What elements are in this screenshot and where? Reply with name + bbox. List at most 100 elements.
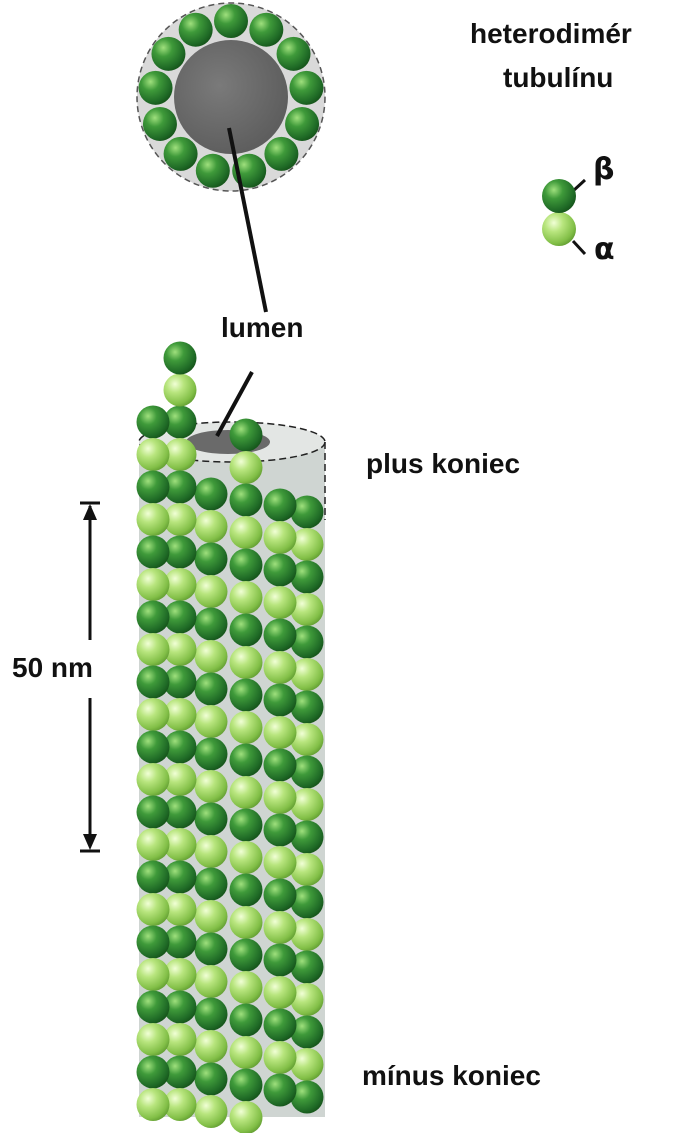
tubulin-subunit: [137, 958, 170, 991]
tubulin-subunit: [195, 835, 228, 868]
tubulin-subunit: [230, 1004, 263, 1037]
tubulin-subunit: [137, 926, 170, 959]
cross-section-bead: [179, 13, 213, 47]
tubulin-subunit: [195, 705, 228, 738]
cross-section-bead: [196, 154, 230, 188]
scale-bar-arrow-down: [83, 834, 97, 850]
tubulin-subunit: [137, 731, 170, 764]
tubulin-subunit: [230, 841, 263, 874]
tubulin-subunit: [230, 809, 263, 842]
tubulin-subunit: [264, 846, 297, 879]
minus-end-label: mínus koniec: [362, 1060, 541, 1092]
legend-alpha-subunit: [542, 212, 576, 246]
cross-section-bead: [289, 71, 323, 105]
tubulin-subunit: [230, 711, 263, 744]
tubulin-subunit: [195, 478, 228, 511]
tubulin-subunit: [230, 484, 263, 517]
tubulin-subunit: [264, 651, 297, 684]
tubulin-subunit: [264, 1041, 297, 1074]
beta-leader-line: [573, 180, 585, 191]
tubulin-subunit: [230, 776, 263, 809]
heterodimer-legend: [542, 179, 585, 254]
tubulin-subunit: [230, 646, 263, 679]
cross-section-bead: [264, 137, 298, 171]
tubulin-subunit: [137, 601, 170, 634]
tubulin-subunit: [230, 549, 263, 582]
cross-section-bead: [139, 71, 173, 105]
tubulin-subunit: [230, 581, 263, 614]
free-heterodimer: [164, 342, 197, 407]
scale-bar-label: 50 nm: [12, 652, 93, 684]
tubulin-subunit: [264, 619, 297, 652]
alpha-label: α: [594, 232, 615, 267]
tubulin-subunit: [195, 900, 228, 933]
tubulin-subunit: [137, 503, 170, 536]
tubulin-subunit: [137, 861, 170, 894]
tubulin-subunit: [137, 1023, 170, 1056]
tubulin-subunit: [264, 749, 297, 782]
tubulin-subunit: [264, 879, 297, 912]
tubulin-subunit: [137, 796, 170, 829]
tubulin-subunit: [137, 828, 170, 861]
lumen-label: lumen: [221, 312, 303, 344]
tubulin-subunit: [264, 716, 297, 749]
tubulin-subunit: [137, 406, 170, 439]
tubulin-subunit: [195, 543, 228, 576]
cross-section-bead: [285, 107, 319, 141]
tubulin-subunit: [264, 1009, 297, 1042]
tubulin-subunit: [195, 510, 228, 543]
tubulin-subunit: [264, 521, 297, 554]
tubulin-subunit: [137, 471, 170, 504]
scale-bar-arrow-up: [83, 504, 97, 520]
tubulin-subunit: [137, 893, 170, 926]
tubulin-subunit: [230, 906, 263, 939]
tubulin-subunit: [195, 868, 228, 901]
legend-beta-subunit: [542, 179, 576, 213]
tubulin-subunit: [137, 568, 170, 601]
cross-section-bead: [277, 37, 311, 71]
tubulin-subunit: [195, 1095, 228, 1128]
tubulin-subunit: [195, 770, 228, 803]
tubulin-subunit: [137, 438, 170, 471]
tubulin-subunit: [230, 516, 263, 549]
tubulin-subunit: [195, 640, 228, 673]
tubulin-subunit: [230, 971, 263, 1004]
tubulin-subunit: [230, 1101, 263, 1133]
tubulin-subunit: [264, 911, 297, 944]
tubulin-subunit: [195, 673, 228, 706]
tubulin-subunit: [195, 1030, 228, 1063]
tubulin-subunit: [264, 1074, 297, 1107]
tubulin-subunit: [137, 633, 170, 666]
tubulin-subunit: [195, 965, 228, 998]
cross-section-bead: [164, 137, 198, 171]
free-beta-subunit: [164, 342, 197, 375]
cross-section-bead: [143, 107, 177, 141]
cross-section-bead: [151, 37, 185, 71]
tubulin-subunit: [264, 944, 297, 977]
free-alpha-subunit: [164, 374, 197, 407]
tubulin-subunit: [137, 763, 170, 796]
tubulin-subunit: [137, 1056, 170, 1089]
tubulin-subunit: [230, 1069, 263, 1102]
tubulin-subunit: [137, 666, 170, 699]
cross-section-bead: [214, 4, 248, 38]
tubulin-subunit: [264, 489, 297, 522]
tubulin-subunit: [137, 1088, 170, 1121]
tubulin-subunit: [230, 874, 263, 907]
tubulin-subunit: [195, 738, 228, 771]
tubulin-subunit: [264, 684, 297, 717]
tubulin-subunit: [264, 814, 297, 847]
cross-section-bead: [249, 13, 283, 47]
tubulin-subunit: [195, 998, 228, 1031]
tubulin-subunit: [195, 803, 228, 836]
tubulin-subunit: [195, 933, 228, 966]
tubulin-subunit: [230, 1036, 263, 1069]
tubulin-subunit: [230, 614, 263, 647]
tubulin-subunit: [264, 781, 297, 814]
tubulin-subunit: [230, 451, 263, 484]
tubulin-subunit: [195, 608, 228, 641]
heterodimer-title-line1: heterodimér: [470, 18, 632, 50]
tubulin-subunit: [264, 586, 297, 619]
tubulin-subunit: [264, 976, 297, 1009]
